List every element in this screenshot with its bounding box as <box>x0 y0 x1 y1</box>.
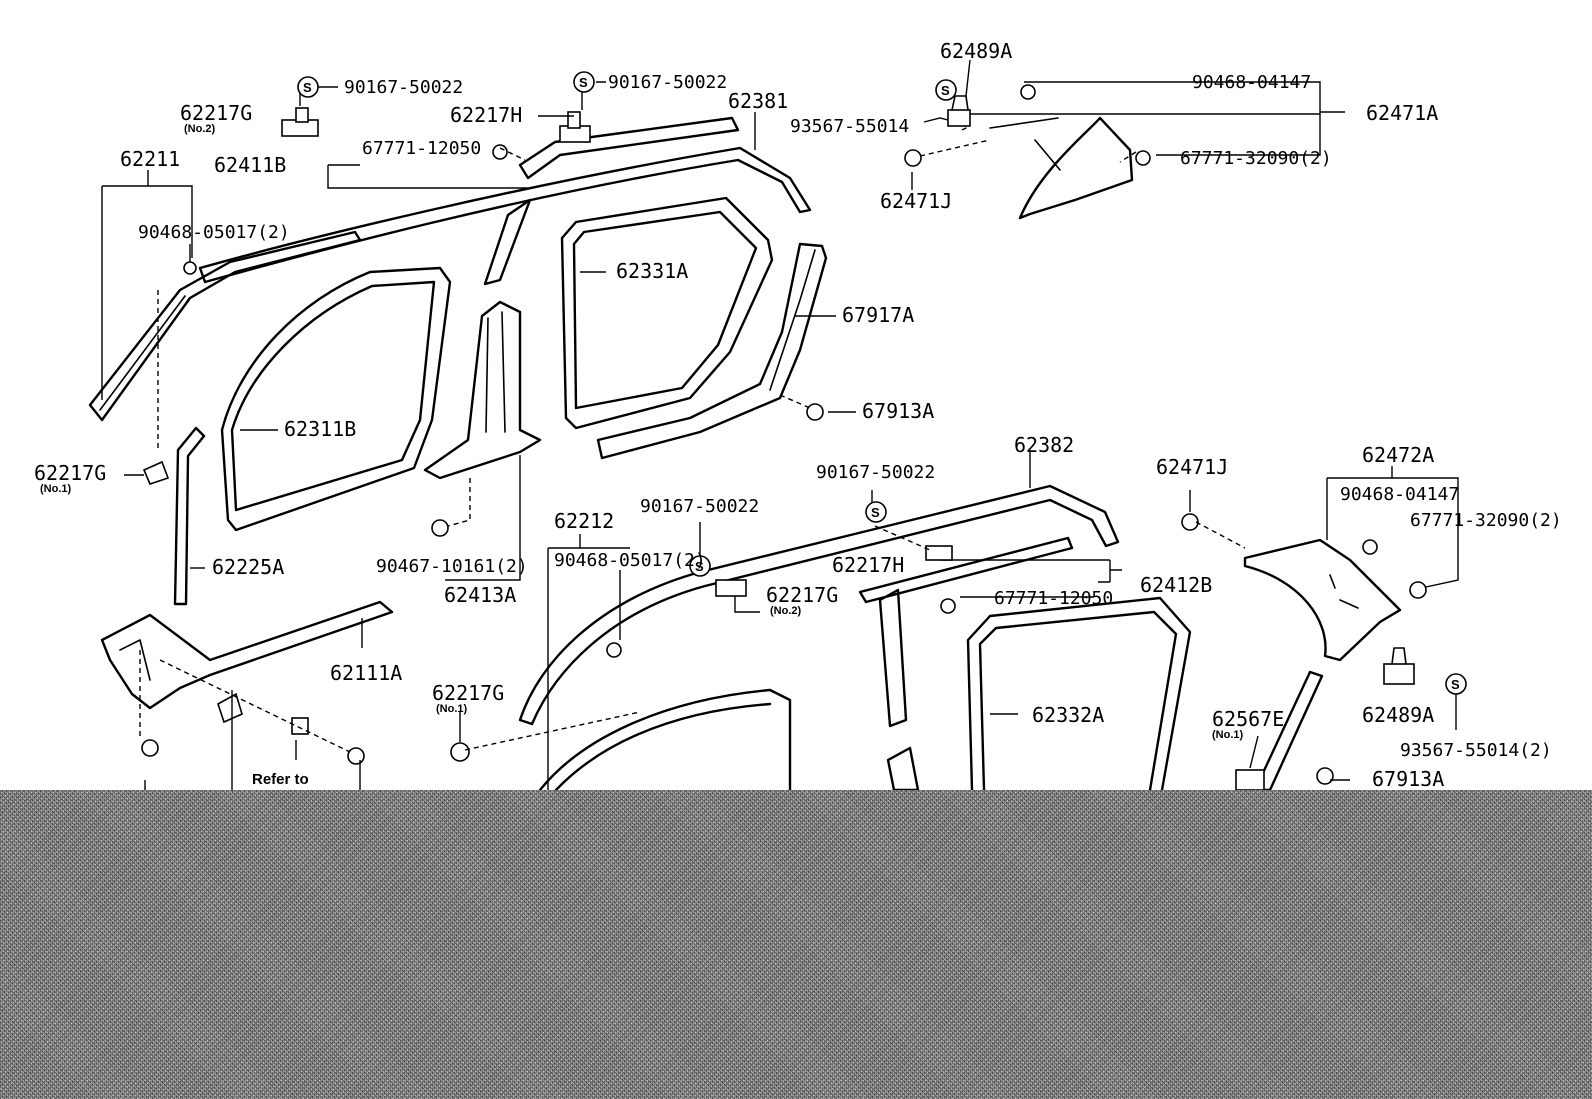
label-62111A[interactable]: 62111A <box>330 661 402 685</box>
label-62225A[interactable]: 62225A <box>212 555 284 579</box>
s-callout-5: S <box>689 555 711 577</box>
clip-62567E[interactable] <box>1235 769 1265 790</box>
label-62413A[interactable]: 62413A <box>444 583 516 607</box>
label-90167-50022-b[interactable]: 90167-50022 <box>608 72 727 93</box>
label-no1-mid: (No.1) <box>436 703 468 715</box>
label-90167-50022-c[interactable]: 90167-50022 <box>816 462 935 483</box>
part-62412B-rear-pillar-strip[interactable] <box>858 536 1074 728</box>
label-62217G-no1-mid[interactable]: 62217G <box>432 681 504 705</box>
leader-62412B-bracket <box>940 559 1122 583</box>
label-62331A[interactable]: 62331A <box>616 259 688 283</box>
label-62382[interactable]: 62382 <box>1014 433 1074 457</box>
s-mark: S <box>303 80 312 95</box>
label-67771-12050-top[interactable]: 67771-12050 <box>362 138 481 159</box>
s-callout-3: S <box>935 79 957 101</box>
label-67771-32090-top[interactable]: 67771-32090(2) <box>1180 148 1332 169</box>
label-93567-55014-top[interactable]: 93567-55014 <box>790 116 909 137</box>
label-62217H-top[interactable]: 62217H <box>450 103 522 127</box>
label-90467-10161[interactable]: 90467-10161(2) <box>376 556 528 577</box>
label-90468-04147-top[interactable]: 90468-04147 <box>1192 72 1311 93</box>
part-62225A-front-pillar-lower[interactable] <box>173 426 206 606</box>
noise-occlusion-band <box>0 790 1592 1099</box>
part-62411B-center-pillar-upper[interactable] <box>483 116 740 286</box>
part-quarter-lower-strip[interactable] <box>1253 670 1324 790</box>
clip-62217G-no1-left[interactable] <box>142 460 170 485</box>
label-62212[interactable]: 62212 <box>554 509 614 533</box>
label-90468-05017-top[interactable]: 90468-05017(2) <box>138 222 290 243</box>
label-62217H-mid[interactable]: 62217H <box>832 553 904 577</box>
label-62489A-top[interactable]: 62489A <box>940 39 1012 63</box>
label-62471A[interactable]: 62471A <box>1366 101 1438 125</box>
part-62413A-center-pillar-lower[interactable] <box>423 300 542 480</box>
label-62332A[interactable]: 62332A <box>1032 703 1104 727</box>
label-62217G-no1-left[interactable]: 62217G <box>34 461 106 485</box>
s-mark: S <box>579 75 588 90</box>
label-62489A-right[interactable]: 62489A <box>1362 703 1434 727</box>
part-62381-roof-side-garnish[interactable] <box>198 146 812 284</box>
label-90468-04147-right[interactable]: 90468-04147 <box>1340 484 1459 505</box>
s-callout-1: S <box>297 76 319 98</box>
s-mark: S <box>941 83 950 98</box>
clip-62217G-no1-mid[interactable] <box>450 742 470 762</box>
refer-to-note[interactable]: Refer to <box>252 771 309 788</box>
label-67913A-top[interactable]: 67913A <box>862 399 934 423</box>
clip-62217G-no2-mid[interactable] <box>715 579 747 597</box>
part-62472A-quarter-trim-lower[interactable] <box>1243 538 1402 662</box>
leader-62471A-bracket <box>970 81 1345 156</box>
part-62382-roof-side-garnish-rear[interactable] <box>518 484 1120 726</box>
label-62217G-no2-mid[interactable]: 62217G <box>766 583 838 607</box>
label-62471J-top[interactable]: 62471J <box>880 189 952 213</box>
part-front-door-lower-frame[interactable] <box>538 688 792 790</box>
label-no1-left: (No.1) <box>40 483 72 495</box>
label-no2-mid: (No.2) <box>770 605 802 617</box>
label-62217G-no2-top[interactable]: 62217G <box>180 101 252 125</box>
label-62471J-right[interactable]: 62471J <box>1156 455 1228 479</box>
label-62567E[interactable]: 62567E <box>1212 707 1284 731</box>
part-62111A-front-scuff-plate[interactable] <box>100 600 394 710</box>
label-62381[interactable]: 62381 <box>728 89 788 113</box>
s-callout-2: S <box>573 71 595 93</box>
part-62471A-quarter-trim-upper[interactable] <box>989 116 1134 220</box>
s-mark: S <box>1451 677 1460 692</box>
s-callout-4: S <box>865 501 887 523</box>
assembly-dashes <box>139 125 1246 753</box>
leader-62411B <box>327 164 528 189</box>
clip-62217H-mid[interactable] <box>925 545 953 561</box>
label-90167-50022-d[interactable]: 90167-50022 <box>640 496 759 517</box>
parts-diagram: S S S S S S 62489A 62217G (No.2) 90167-5… <box>34 39 1562 790</box>
leader-62211 <box>101 185 193 400</box>
s-mark: S <box>871 505 880 520</box>
label-no2-top: (No.2) <box>184 123 216 135</box>
label-67771-32090-right[interactable]: 67771-32090(2) <box>1410 510 1562 531</box>
label-90167-50022-a[interactable]: 90167-50022 <box>344 77 463 98</box>
s-callout-6: S <box>1445 673 1467 695</box>
part-center-pillar-lower-2[interactable] <box>886 746 920 790</box>
part-62489A-retainer-top[interactable] <box>947 95 971 127</box>
part-62489A-retainer-right[interactable] <box>1383 647 1415 685</box>
leader-62413A <box>445 455 521 581</box>
label-62411B[interactable]: 62411B <box>214 153 286 177</box>
label-67917A[interactable]: 67917A <box>842 303 914 327</box>
leader-62472A-bracket <box>1326 466 1459 591</box>
label-62412B[interactable]: 62412B <box>1140 573 1212 597</box>
label-93567-55014-right[interactable]: 93567-55014(2) <box>1400 740 1552 761</box>
part-62331A-rear-door-weatherstrip[interactable] <box>560 196 774 430</box>
s-mark: S <box>695 559 704 574</box>
clip-62217G-top[interactable] <box>281 107 319 137</box>
label-no1-right: (No.1) <box>1212 729 1244 741</box>
part-62332A-rear-door-weatherstrip-2[interactable] <box>966 596 1192 790</box>
trim-parts-illustration: S S S S S S 62489A 62217G (No.2) 90167-5… <box>34 39 1562 790</box>
label-62311B[interactable]: 62311B <box>284 417 356 441</box>
part-62311B-front-door-weatherstrip[interactable] <box>220 266 452 532</box>
label-62472A[interactable]: 62472A <box>1362 443 1434 467</box>
label-90468-05017-mid[interactable]: 90468-05017(2) <box>554 550 706 571</box>
part-67917A-quarter-pillar[interactable] <box>596 242 828 460</box>
label-67913A-right[interactable]: 67913A <box>1372 767 1444 790</box>
label-62211[interactable]: 62211 <box>120 147 180 171</box>
label-67771-12050-mid[interactable]: 67771-12050 <box>994 588 1113 609</box>
